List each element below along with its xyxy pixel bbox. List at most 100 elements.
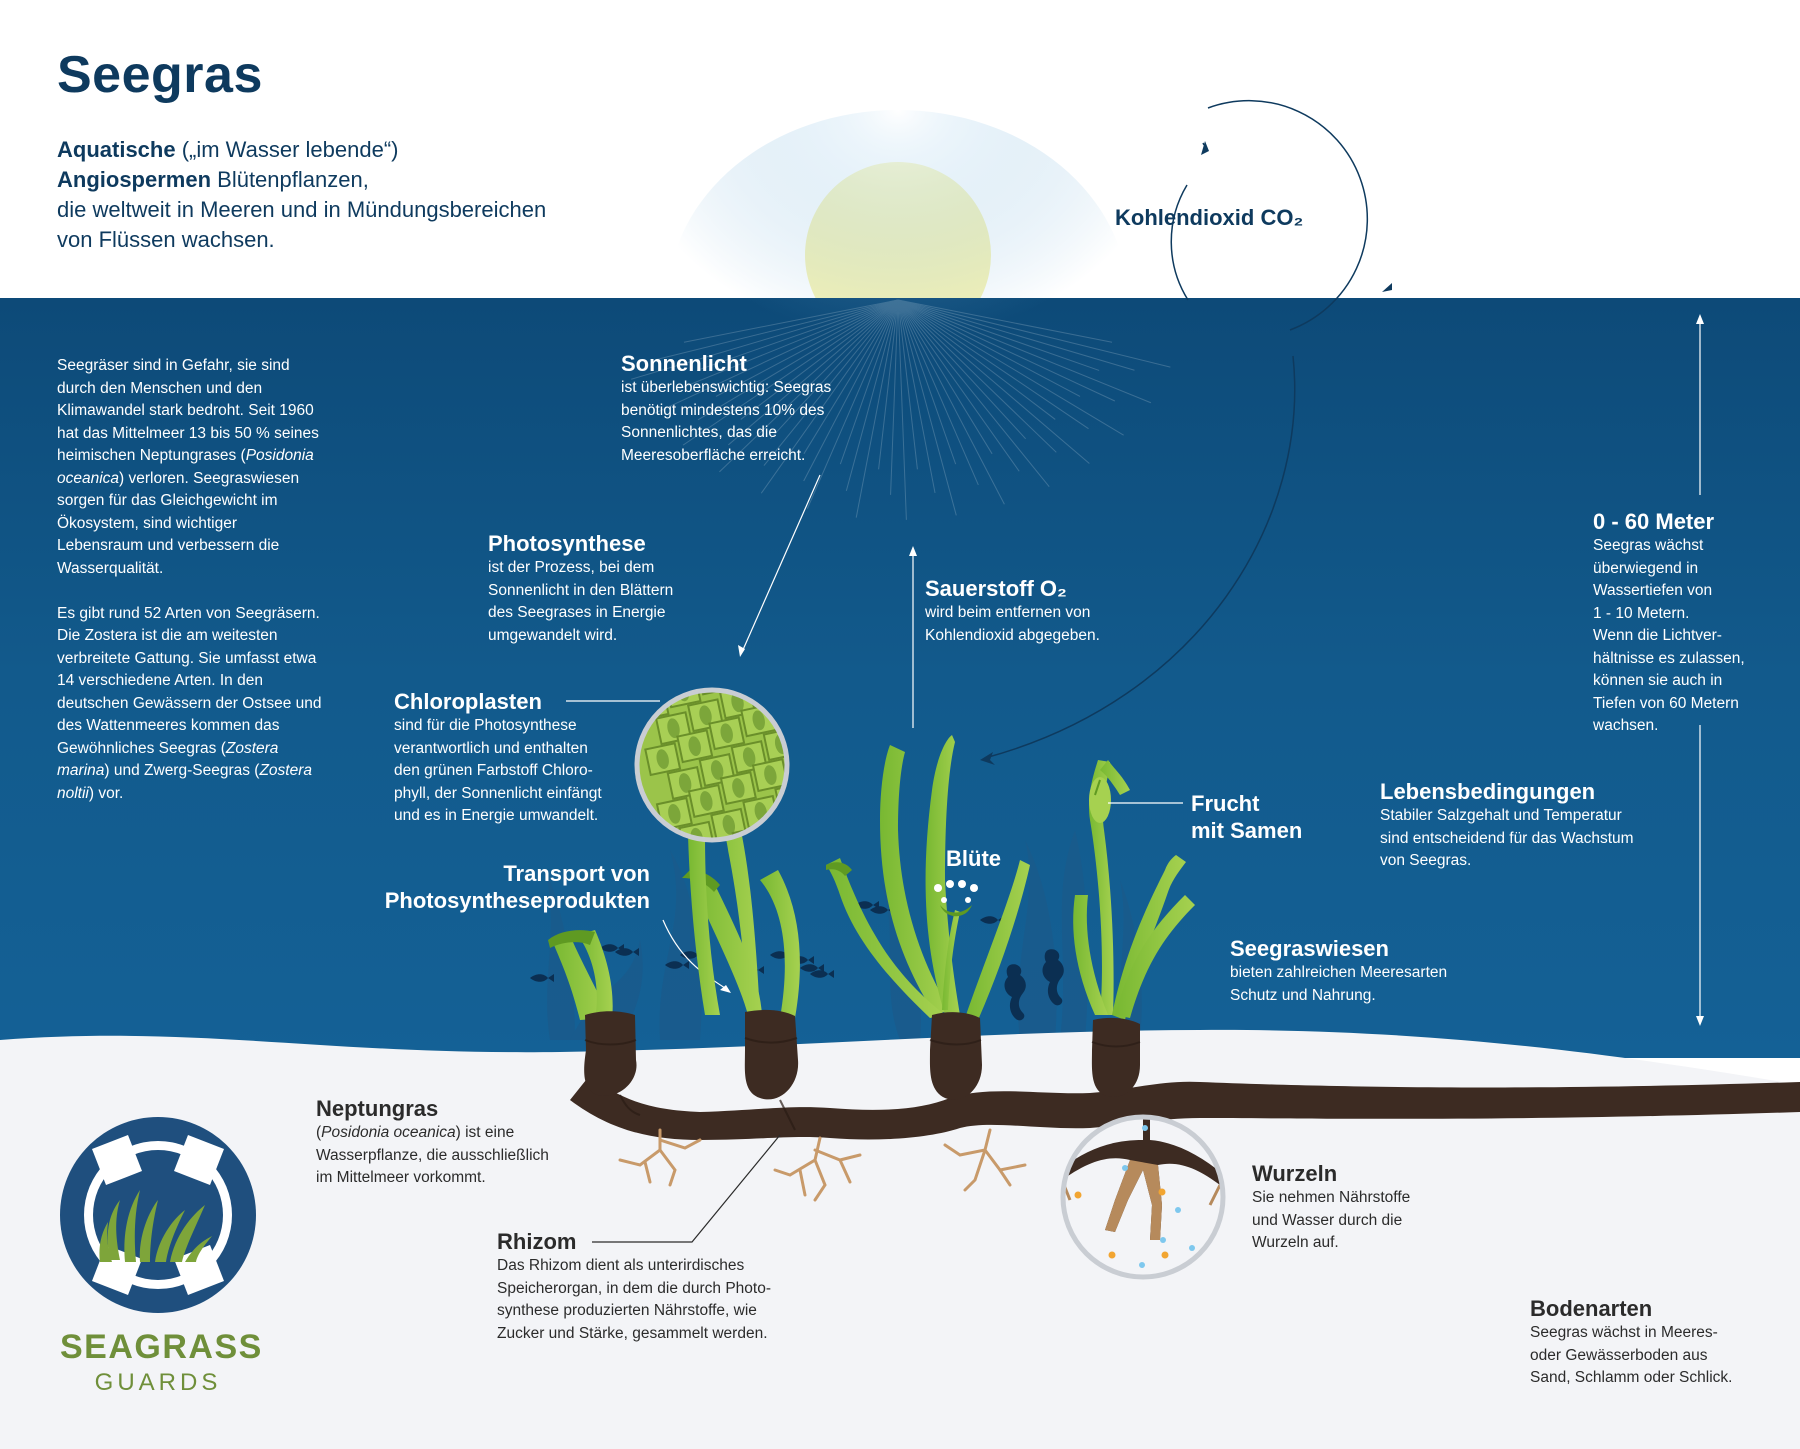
chloroplast: [722, 814, 736, 835]
seahorse-icon: [1004, 949, 1064, 1021]
rhizome-pointer: [592, 1134, 781, 1243]
bodenarten-block: Bodenarten Seegras wächst in Meeres-oder…: [1530, 1295, 1732, 1390]
fish-icon: [615, 948, 639, 956]
transport-label: Transport von Photosyntheseprodukten: [384, 861, 650, 913]
neptungras-text: (Posidonia oceanica) ist eine Wasserpfla…: [316, 1124, 549, 1186]
co2-arrowheads: [1201, 141, 1392, 292]
fish-icon: [855, 901, 879, 909]
species-line: deutschen Gewässern der Ostsee und: [57, 694, 322, 712]
co2-absorption-arrowhead: [980, 752, 995, 765]
chloroplast: [699, 705, 712, 726]
chloroplast: [700, 791, 713, 811]
threat-line: Klimawandel stark bedroht. Seit 1960: [57, 402, 314, 419]
intro-angiospermen: Angiospermen: [57, 167, 212, 192]
fish-icon: [770, 951, 794, 959]
species-line: noltii) vor.: [57, 784, 124, 802]
intro-line1: („im Wasser lebende“): [175, 137, 399, 162]
sauerstoff-title: Sauerstoff O₂: [925, 576, 1067, 601]
species-line: 14 verschiedene Arten. In den: [57, 672, 263, 689]
roots: [618, 1128, 1027, 1202]
co2-cycle-circle: [1170, 99, 1369, 331]
species-line: Die Zostera ist die am weitesten: [57, 627, 278, 644]
fish-icon: [800, 964, 824, 972]
nutrient-dots: [1074, 1125, 1195, 1268]
neptungras-block: Neptungras (Posidonia oceanica) ist eine…: [316, 1095, 549, 1190]
intro-line2: Blütenpflanzen,: [211, 167, 369, 192]
chloroplast: [764, 765, 777, 785]
seegraswiesen-title: Seegraswiesen: [1230, 936, 1389, 961]
fish-icon: [810, 970, 834, 978]
rhizome-rings: [584, 1037, 1141, 1131]
sunlight-arrow: [741, 474, 821, 653]
threat-line: Seegräser sind in Gefahr, sie sind: [57, 357, 290, 374]
logo-sub-text: GUARDS: [94, 1369, 222, 1396]
species-line: marina) und Zwerg-Seegras (Zostera: [57, 762, 313, 779]
co2-label: Kohlendioxid CO₂: [1115, 205, 1304, 230]
threat-line: Lebensraum und verbessern die: [57, 537, 280, 554]
chloroplast: [732, 778, 745, 798]
photosynthese-title: Photosynthese: [488, 531, 646, 556]
species-line: verbreitete Gattung. Sie umfasst etwa: [57, 649, 317, 667]
depth-title: 0 - 60 Meter: [1593, 509, 1715, 534]
threat-line: heimischen Neptungrases (Posidonia: [57, 447, 314, 464]
chloroplast: [710, 760, 724, 780]
intro-aquatische: Aquatische: [57, 137, 176, 162]
chloroplast: [656, 749, 669, 769]
flower: [934, 880, 978, 903]
lebensbedingungen-block: Lebensbedingungen Stabiler Salzgehalt un…: [1380, 778, 1634, 873]
bodenarten-title: Bodenarten: [1530, 1296, 1653, 1321]
species-line: Gewöhnliches Seegras (Zostera: [57, 739, 279, 757]
threat-line: Ökosystem, sind wichtiger: [57, 514, 238, 532]
rhizom-block: Rhizom Das Rhizom dient als unterirdisch…: [497, 1228, 771, 1345]
fish-icon: [600, 944, 624, 952]
chloroplast: [752, 710, 765, 731]
threat-line: oceanica) verloren. Seegraswiesen: [57, 469, 300, 487]
logo-main-text: SEAGRASS: [60, 1328, 263, 1366]
seegraswiesen-block: Seegraswiesen bieten zahlreichen Meeresa…: [1230, 935, 1447, 1007]
fish-icon: [665, 961, 689, 969]
wurzeln-title: Wurzeln: [1252, 1161, 1338, 1186]
chloroplast: [688, 736, 701, 757]
fish-icon: [870, 906, 894, 914]
species-line: des Wattenmeeres kommen das: [57, 717, 280, 734]
page-title: Seegras: [57, 46, 263, 104]
seafloor: [0, 1029, 1800, 1449]
chloroplast: [742, 747, 756, 767]
threat-line: hat das Mittelmeer 13 bis 50 % seines: [57, 424, 319, 442]
sonnenlicht-block: Sonnenlicht ist überlebenswichtig: Seegr…: [621, 350, 831, 467]
frucht-label: Frucht mit Samen: [1191, 791, 1303, 843]
fish-icon: [980, 916, 1004, 924]
intro-text: Aquatische („im Wasser lebende“) Angiosp…: [57, 135, 546, 255]
sonnenlicht-title: Sonnenlicht: [621, 351, 747, 376]
intro-line4: von Flüssen wachsen.: [57, 227, 275, 252]
chloroplast: [668, 804, 681, 824]
flower-head: [940, 905, 972, 917]
chloroplast: [678, 773, 692, 793]
rhizome: [570, 1009, 1800, 1140]
logo-lifebuoy: [60, 1117, 256, 1313]
threat-line: durch den Menschen und den: [57, 379, 263, 397]
fish-icon: [530, 974, 554, 982]
species-line: Es gibt rund 52 Arten von Seegräsern.: [57, 604, 320, 622]
neptungras-title: Neptungras: [316, 1096, 439, 1121]
roots-magnifier: [1060, 1114, 1226, 1280]
threat-line: sorgen für das Gleichgewicht im: [57, 492, 278, 509]
bluete-label: Blüte: [946, 846, 1001, 871]
chloroplast: [720, 723, 733, 744]
co2-absorption-arrow: [984, 355, 1296, 759]
bodenarten-text: Seegras wächst in Meeres-oder Gewässerbo…: [1530, 1324, 1733, 1386]
lebensbedingungen-title: Lebensbedingungen: [1380, 779, 1596, 804]
